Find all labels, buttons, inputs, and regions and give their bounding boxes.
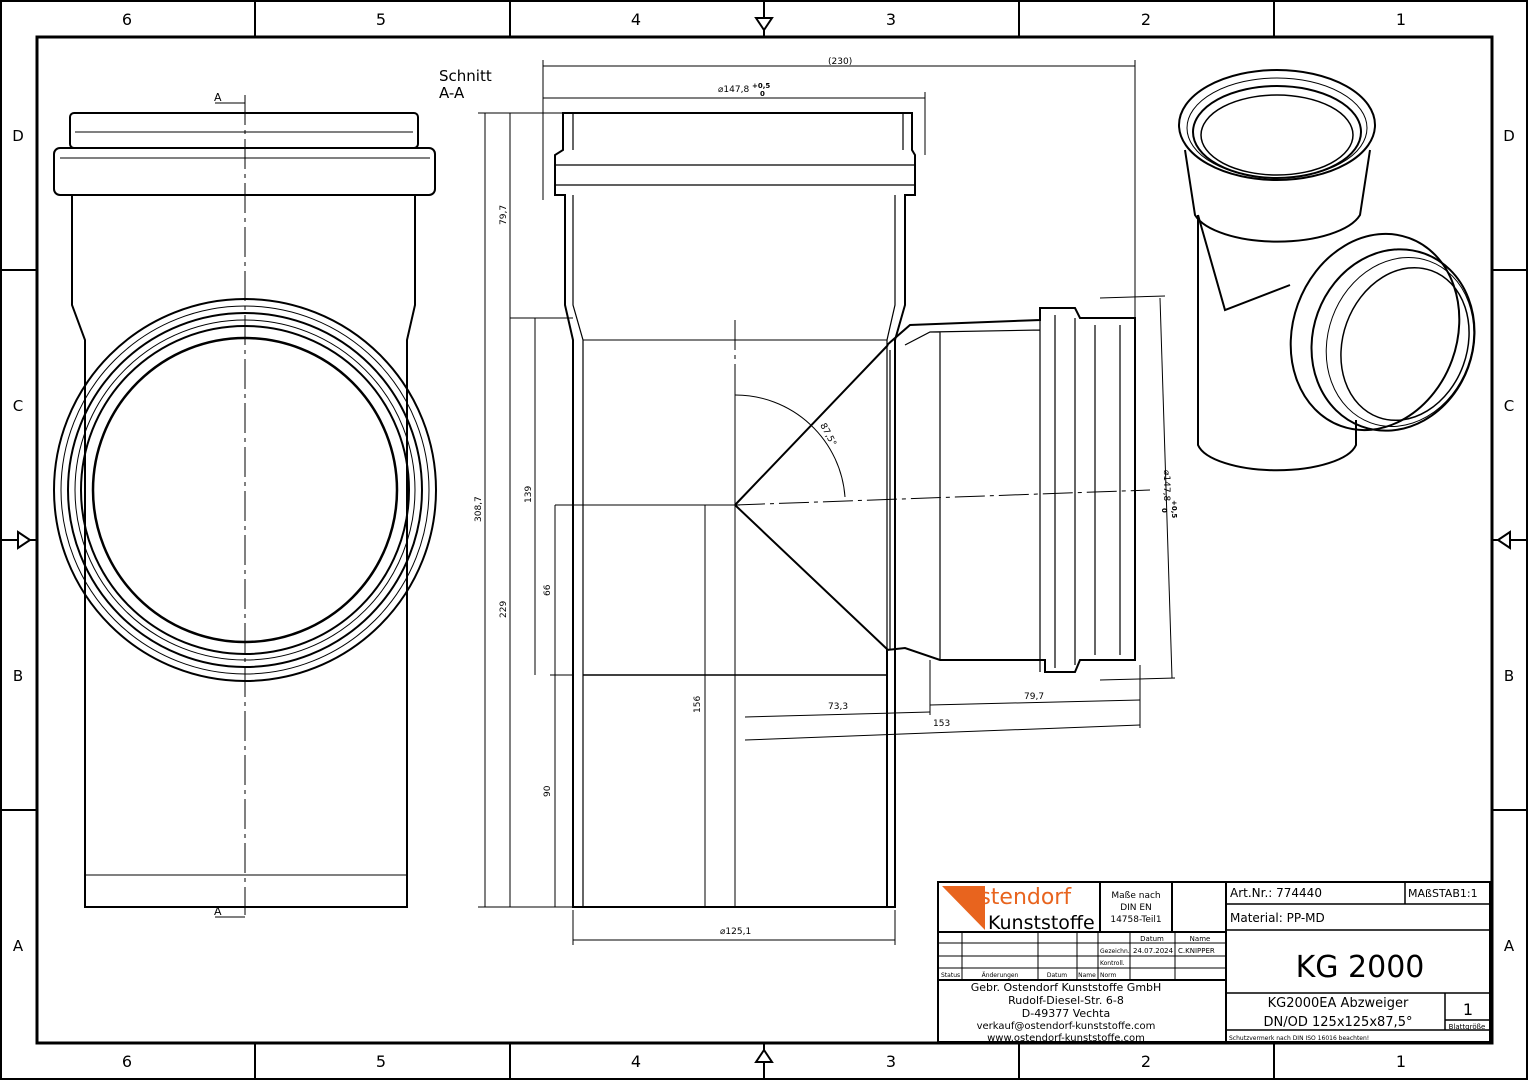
svg-text:139: 139: [524, 486, 534, 503]
svg-text:C: C: [13, 397, 23, 415]
section-subtitle: A-A: [439, 84, 465, 102]
svg-text:1: 1: [1396, 1052, 1406, 1071]
row-markers: D C B A D C B A: [12, 127, 1515, 955]
svg-text:KG2000EA Abzweiger: KG2000EA Abzweiger: [1268, 996, 1409, 1011]
svg-text:⌀147,8: ⌀147,8: [718, 85, 749, 95]
svg-text:B: B: [1504, 667, 1514, 685]
svg-text:Rudolf-Diesel-Str. 6-8: Rudolf-Diesel-Str. 6-8: [1008, 994, 1124, 1007]
svg-text:Datum: Datum: [1047, 972, 1067, 979]
svg-text:Art.Nr.: 774440: Art.Nr.: 774440: [1230, 886, 1322, 900]
svg-text:6: 6: [122, 1052, 132, 1071]
section-view: [554, 112, 1151, 908]
svg-text:308,7: 308,7: [474, 496, 484, 522]
svg-text:Datum: Datum: [1140, 935, 1164, 943]
svg-text:1: 1: [1463, 1000, 1473, 1019]
svg-text:DN/OD 125x125x87,5°: DN/OD 125x125x87,5°: [1264, 1015, 1413, 1030]
svg-text:C: C: [1504, 397, 1514, 415]
svg-text:A: A: [13, 937, 24, 955]
svg-text:Gezeichn.: Gezeichn.: [1100, 948, 1130, 955]
logo-ostendorf: Ostendorf: [962, 885, 1072, 910]
svg-text:229: 229: [499, 601, 509, 618]
svg-text:79,7: 79,7: [1024, 692, 1044, 702]
svg-text:5: 5: [376, 1052, 386, 1071]
svg-text:0: 0: [1160, 508, 1168, 513]
svg-text:6: 6: [122, 10, 132, 29]
column-markers: 6 5 4 3 2 1 6 5 4 3 2 1: [122, 10, 1406, 1071]
svg-text:D: D: [12, 127, 24, 145]
svg-text:D-49377 Vechta: D-49377 Vechta: [1022, 1007, 1110, 1020]
svg-text:D: D: [1503, 127, 1515, 145]
svg-text:Gebr. Ostendorf Kunststoffe Gm: Gebr. Ostendorf Kunststoffe GmbH: [971, 981, 1162, 994]
svg-text:90: 90: [543, 785, 553, 797]
title-block-text: Maße nach DIN EN 14758-Teil1 Datum Name …: [941, 886, 1485, 1044]
svg-text:Norm: Norm: [1100, 972, 1117, 979]
isometric-view: [1178, 69, 1476, 472]
cut-marker-top: A: [214, 91, 222, 104]
svg-text:153: 153: [933, 719, 950, 729]
svg-text:B: B: [13, 667, 23, 685]
svg-text:KG 2000: KG 2000: [1296, 950, 1425, 985]
svg-text:Name: Name: [1190, 935, 1211, 943]
svg-text:+0,5: +0,5: [1170, 500, 1178, 518]
svg-text:MAßSTAB1:1: MAßSTAB1:1: [1408, 887, 1478, 900]
logo-kunststoffe: Kunststoffe: [988, 912, 1095, 934]
svg-text:2: 2: [1141, 1052, 1151, 1071]
svg-text:14758-Teil1: 14758-Teil1: [1110, 915, 1161, 925]
svg-text:Status: Status: [941, 972, 960, 979]
svg-text:24.07.2024: 24.07.2024: [1133, 947, 1174, 955]
svg-text:Material: PP-MD: Material: PP-MD: [1230, 911, 1325, 925]
svg-text:Maße nach: Maße nach: [1111, 891, 1160, 901]
svg-text:+0,5: +0,5: [752, 82, 770, 90]
svg-text:⌀125,1: ⌀125,1: [720, 927, 751, 937]
svg-text:1: 1: [1396, 10, 1406, 29]
title-block: [937, 881, 1491, 1043]
side-view: [53, 95, 437, 918]
svg-text:Schutzvermerk nach DIN ISO 160: Schutzvermerk nach DIN ISO 16016 beachte…: [1229, 1035, 1369, 1042]
svg-text:Änderungen: Änderungen: [982, 972, 1019, 979]
svg-text:Name: Name: [1078, 972, 1096, 979]
svg-text:79,7: 79,7: [499, 205, 509, 225]
section-title: Schnitt: [439, 67, 492, 85]
svg-text:Kontroll.: Kontroll.: [1100, 960, 1125, 967]
svg-text:DIN EN: DIN EN: [1120, 903, 1152, 913]
svg-text:3: 3: [886, 10, 896, 29]
dimension-labels: (230) ⌀147,8 +0,5 0 79,7 308,7 139 229 6…: [474, 57, 1178, 937]
svg-text:5: 5: [376, 10, 386, 29]
svg-text:66: 66: [543, 584, 553, 596]
svg-text:73,3: 73,3: [828, 702, 848, 712]
svg-text:(230): (230): [828, 57, 852, 67]
svg-text:0: 0: [760, 90, 765, 98]
svg-text:4: 4: [631, 10, 641, 29]
svg-text:⌀147,8: ⌀147,8: [1161, 470, 1171, 501]
svg-text:www.ostendorf-kunststoffe.com: www.ostendorf-kunststoffe.com: [987, 1033, 1145, 1044]
svg-text:4: 4: [631, 1052, 641, 1071]
svg-text:C.KNIPPER: C.KNIPPER: [1178, 947, 1215, 955]
svg-text:3: 3: [886, 1052, 896, 1071]
svg-text:156: 156: [693, 696, 703, 713]
dimension-lines: [478, 60, 1176, 945]
svg-text:A: A: [1504, 937, 1515, 955]
svg-text:2: 2: [1141, 10, 1151, 29]
svg-text:Blattgröße: Blattgröße: [1449, 1023, 1486, 1031]
cut-marker-bottom: A: [214, 905, 222, 918]
svg-text:verkauf@ostendorf-kunststoffe.: verkauf@ostendorf-kunststoffe.com: [977, 1021, 1156, 1032]
